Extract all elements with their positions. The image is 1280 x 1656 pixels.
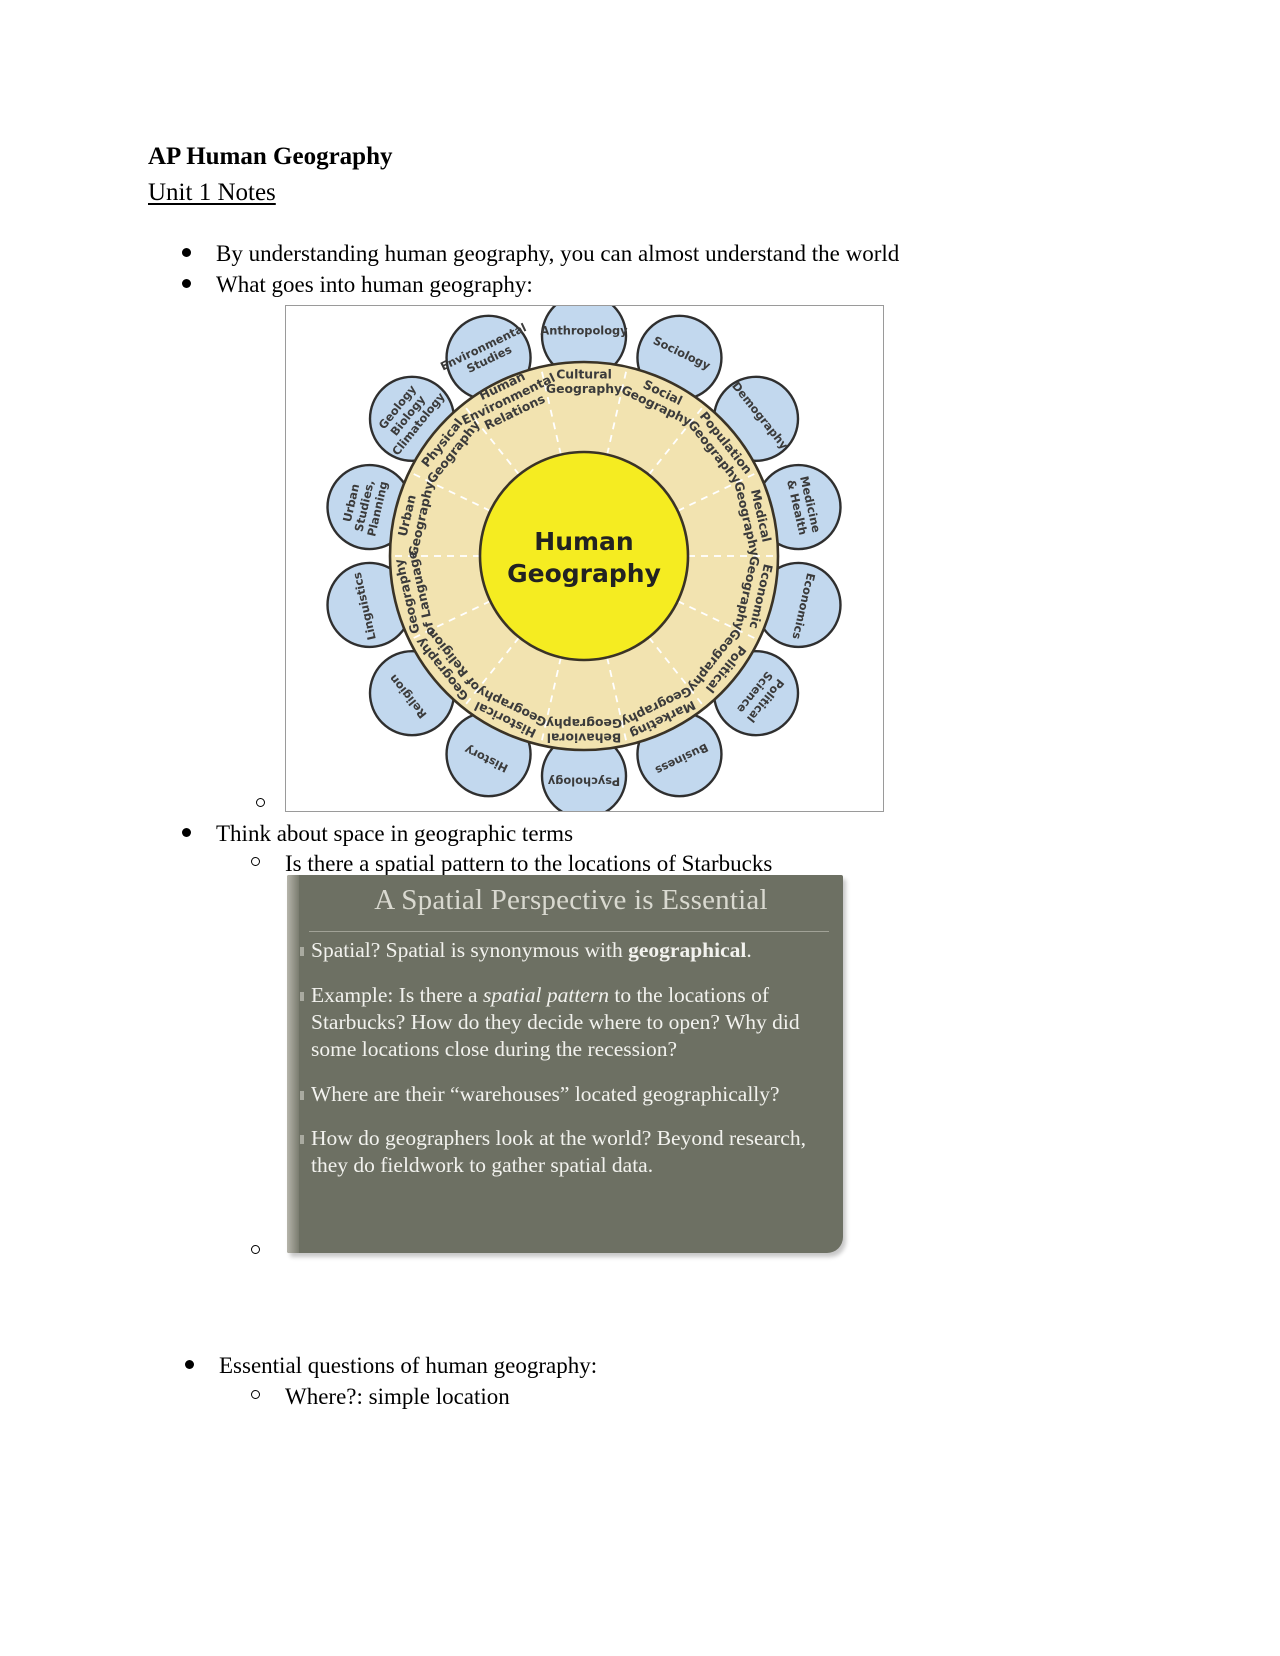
bullet-starbucks-spatial-pattern: Is there a spatial pattern to the locati… (251, 850, 773, 879)
bullet-text: Where?: simple location (285, 1384, 510, 1409)
bullet-marker (256, 791, 265, 812)
slide-paragraph-2-text: Example: Is there a spatial pattern to t… (311, 982, 800, 1061)
bullet-what-goes-into: What goes into human geography: (182, 271, 533, 300)
hub-label-line1: Human (534, 527, 633, 556)
slide-paragraph-3-text: Where are their “warehouses” located geo… (311, 1081, 780, 1106)
slide-paragraph-4-text: How do geographers look at the world? Be… (311, 1126, 806, 1178)
bullet-marker (182, 272, 191, 293)
slide-paragraph-1-text: Spatial? Spatial is synonymous with geog… (311, 938, 752, 962)
spoke-12 (462, 403, 520, 476)
hub-disc (478, 450, 690, 662)
slide-paragraph-2: Example: Is there a spatial pattern to t… (300, 982, 827, 1063)
spoke-11 (408, 471, 491, 512)
spoke-8 (462, 636, 520, 709)
slide-paragraph-4: How do geographers look at the world? Be… (300, 1125, 827, 1179)
spoke-1 (648, 403, 706, 476)
svg-text:Anthropology: Anthropology (540, 324, 628, 338)
slide-left-accent-strip (287, 875, 299, 1253)
slide-body: Spatial? Spatial is synonymous with geog… (300, 937, 827, 1197)
slide-bullet-icon (300, 1090, 304, 1100)
spoke-4 (677, 600, 760, 641)
bullet-marker (182, 241, 191, 262)
slide-paragraph-3: Where are their “warehouses” located geo… (300, 1081, 827, 1108)
bullet-marker (251, 1238, 260, 1259)
spatial-perspective-slide: A Spatial Perspective is Essential Spati… (287, 875, 843, 1253)
bullet-marker (251, 850, 260, 871)
bullet-understanding-human-geography: By understanding human geography, you ca… (182, 240, 900, 269)
svg-text:Psychology: Psychology (547, 774, 620, 788)
hub-label-line2: Geography (507, 559, 661, 588)
bullet-marker (185, 1353, 194, 1374)
bullet-essential-questions: Essential questions of human geography: (185, 1352, 598, 1381)
slide-title-divider (309, 931, 829, 932)
petal-label-0: Anthropology (540, 324, 628, 338)
bullet-where-simple-location: Where?: simple location (251, 1383, 510, 1412)
bullet-marker (251, 1383, 260, 1404)
page-subtitle: Unit 1 Notes (148, 179, 276, 206)
bullet-text: What goes into human geography: (216, 272, 533, 297)
spoke-9 (408, 600, 491, 641)
spoke-13 (539, 366, 562, 455)
svg-text:Behavioral: Behavioral (547, 730, 622, 745)
spoke-7 (539, 657, 562, 746)
spoke-5 (648, 636, 706, 709)
bullet-text: By understanding human geography, you ca… (216, 241, 900, 266)
bullet-text: Is there a spatial pattern to the locati… (285, 851, 773, 876)
svg-text:Geography: Geography (546, 381, 622, 396)
slide-paragraph-1: Spatial? Spatial is synonymous with geog… (300, 937, 827, 964)
spoke-6 (606, 657, 629, 746)
petal-label-7: Psychology (547, 774, 620, 788)
bullet-think-about-space: Think about space in geographic terms (182, 820, 574, 849)
svg-text:Cultural: Cultural (556, 367, 612, 382)
slide-bullet-icon (300, 991, 304, 1001)
page-title: AP Human Geography (148, 143, 393, 170)
svg-text:Geography: Geography (546, 716, 622, 731)
slide-title: A Spatial Perspective is Essential (374, 884, 768, 916)
bullet-text: Essential questions of human geography: (219, 1353, 598, 1378)
slide-bullet-icon (300, 947, 304, 956)
bullet-text: Think about space in geographic terms (216, 821, 574, 846)
bullet-marker (182, 821, 191, 842)
spoke-group (390, 366, 778, 746)
spoke-2 (677, 471, 760, 512)
spoke-0 (606, 366, 629, 455)
slide-bullet-icon (300, 1135, 304, 1145)
